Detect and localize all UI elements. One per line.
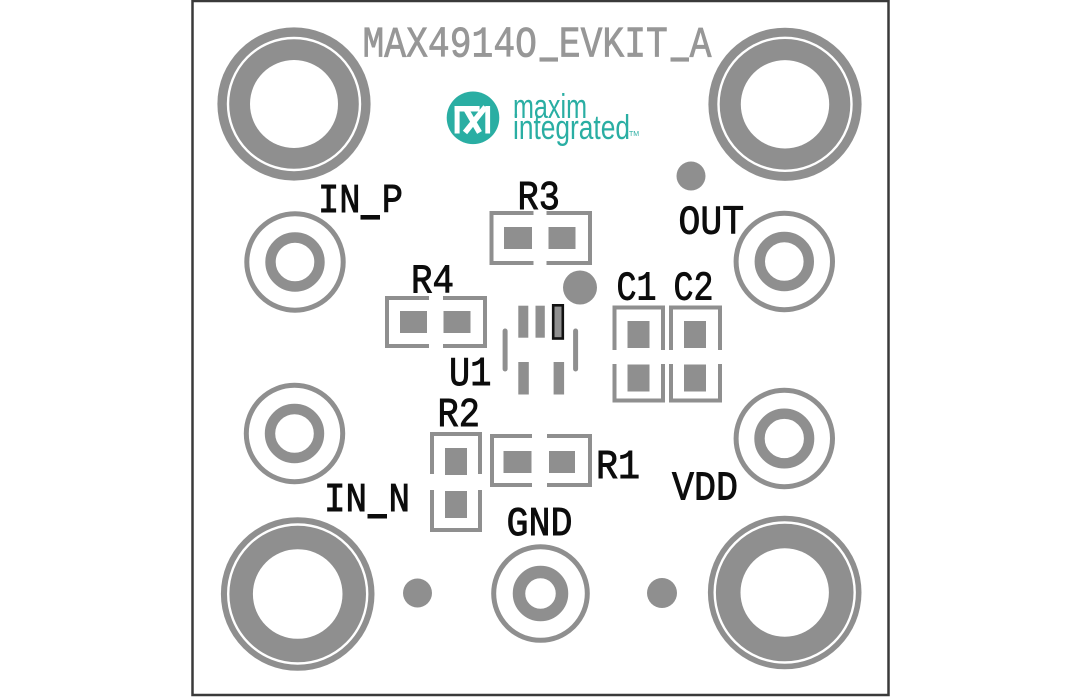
svg-text:R2: R2 bbox=[438, 393, 480, 439]
svg-text:TM: TM bbox=[629, 131, 639, 138]
svg-text:R4: R4 bbox=[411, 260, 454, 306]
svg-text:R1: R1 bbox=[596, 445, 640, 491]
svg-text:U1: U1 bbox=[449, 352, 491, 398]
svg-text:GND: GND bbox=[507, 502, 573, 548]
svg-text:R3: R3 bbox=[518, 176, 560, 222]
svg-text:OUT: OUT bbox=[679, 201, 745, 247]
svg-text:integrated: integrated bbox=[513, 109, 630, 147]
svg-text:C2: C2 bbox=[674, 267, 714, 313]
svg-text:maxim: maxim bbox=[513, 88, 587, 126]
svg-text:C1: C1 bbox=[617, 267, 657, 313]
svg-text:VDD: VDD bbox=[672, 467, 738, 513]
svg-text:IN N: IN N bbox=[324, 478, 410, 524]
svg-text:MAX4914O EVKIT A: MAX4914O EVKIT A bbox=[363, 22, 713, 71]
